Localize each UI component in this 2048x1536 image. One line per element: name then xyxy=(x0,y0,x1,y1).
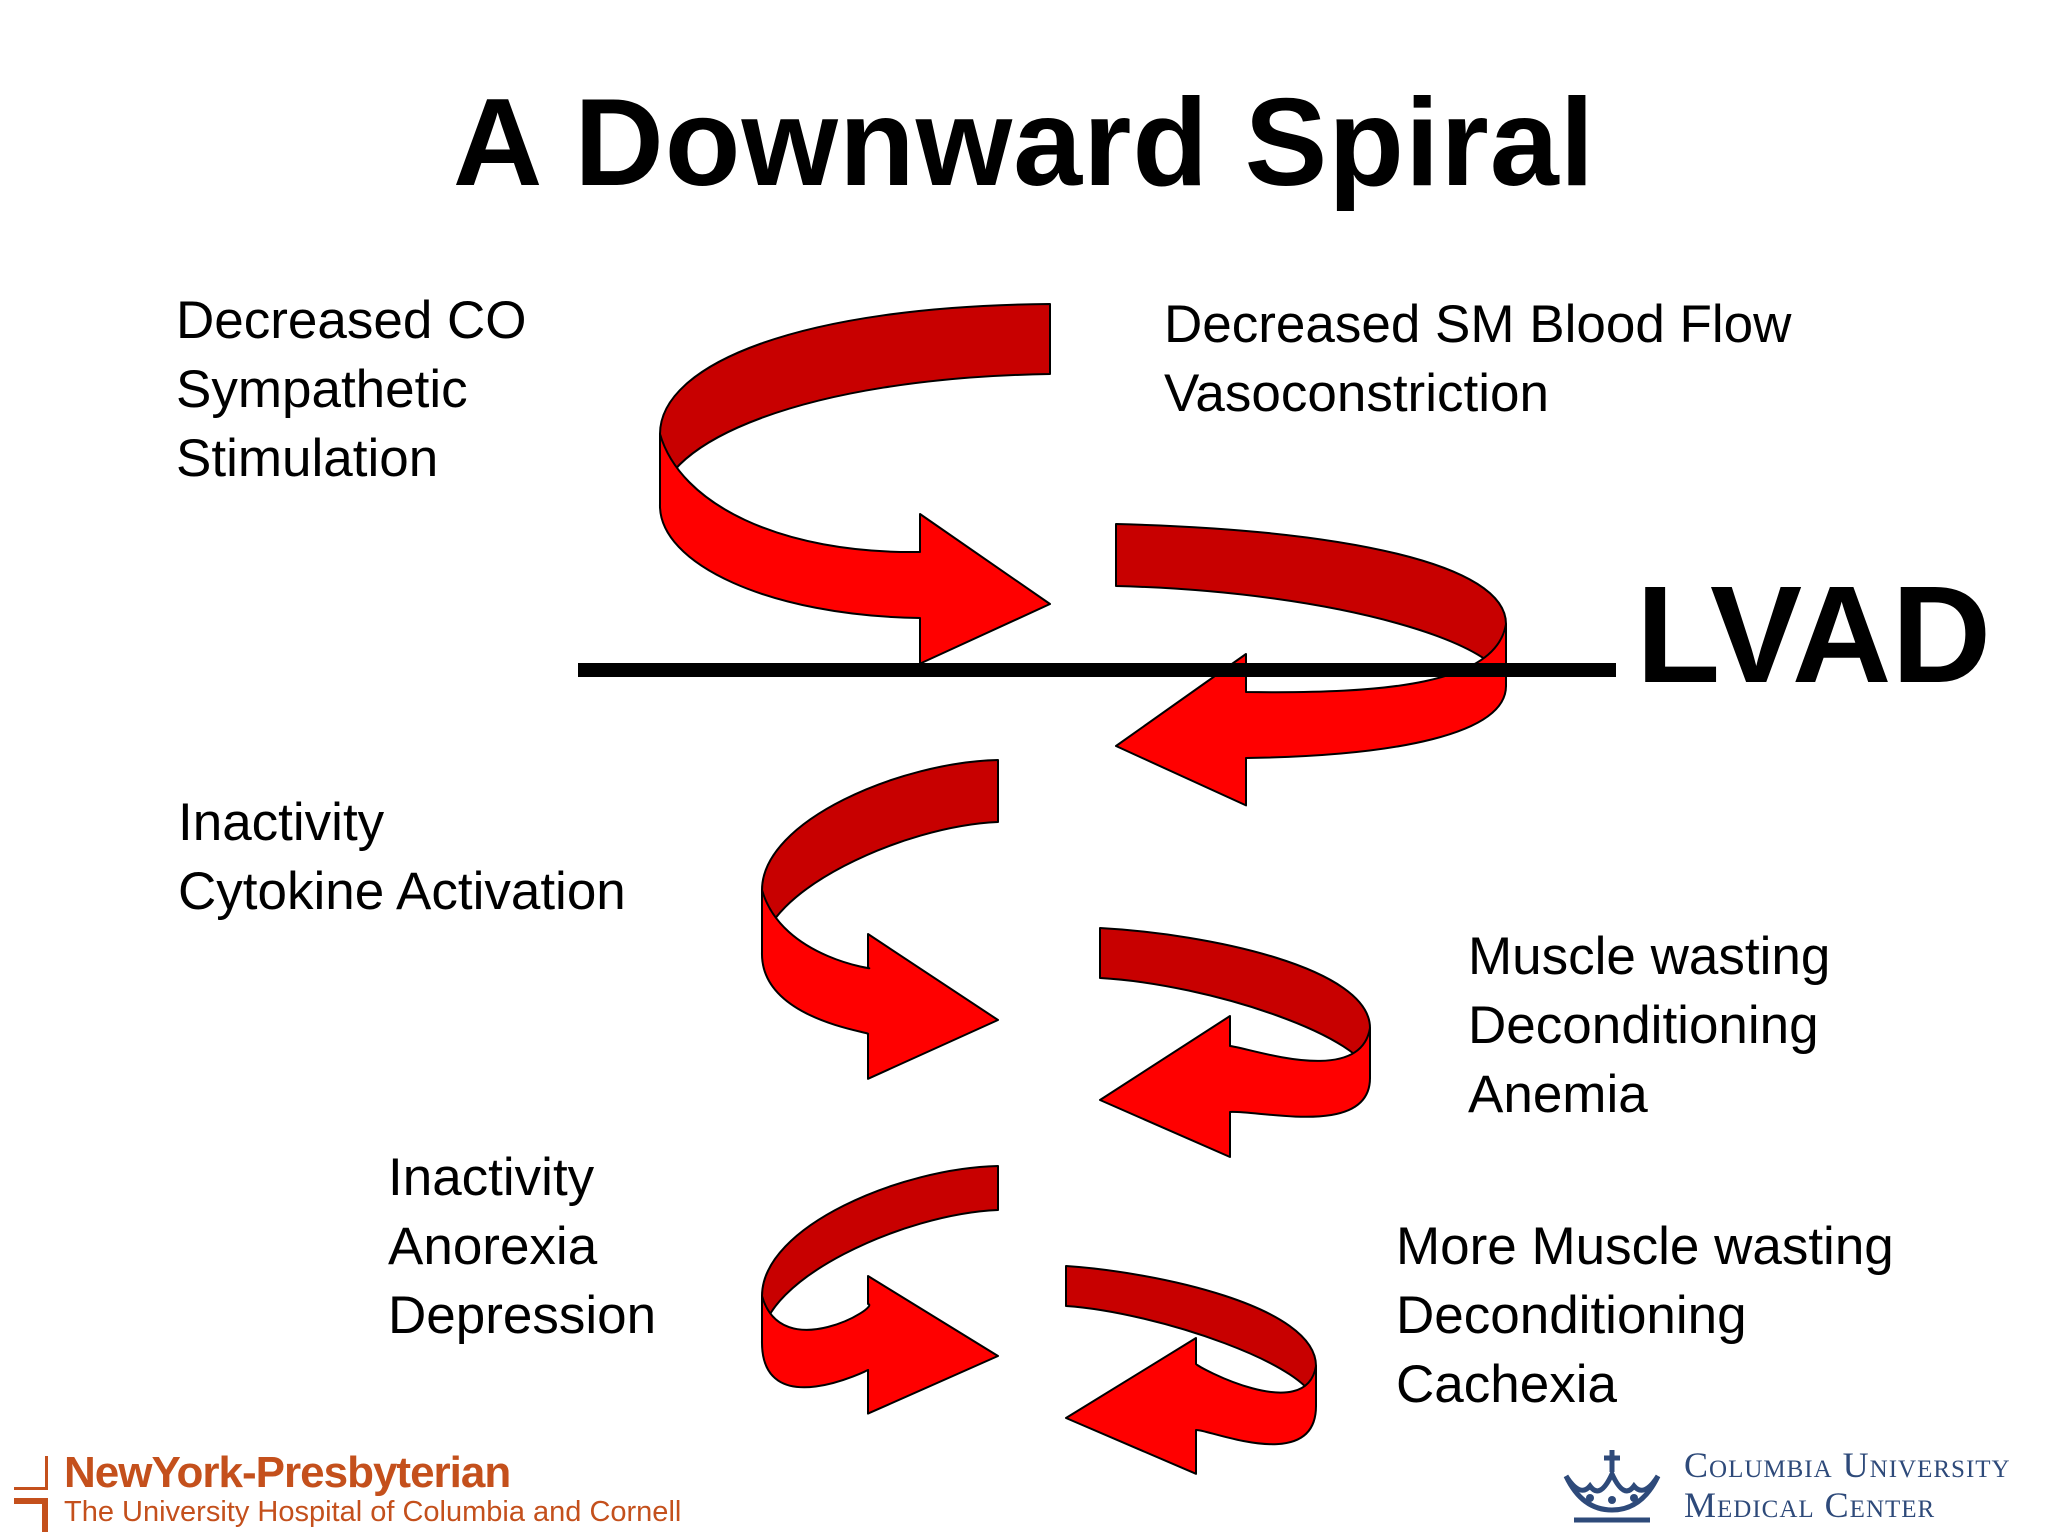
nyp-subtitle: The University Hospital of Columbia and … xyxy=(64,1496,682,1528)
label-line: Muscle wasting xyxy=(1468,927,1831,986)
crown-icon xyxy=(1563,1450,1661,1523)
slide-title: A Downward Spiral xyxy=(452,74,1596,212)
label-mid-left: Inactivity Cytokine Activation xyxy=(178,788,626,926)
label-line: Vasoconstriction xyxy=(1164,364,1549,423)
spiral-arrow-back-band-1 xyxy=(659,303,1051,505)
label-line: Deconditioning xyxy=(1468,996,1819,1055)
label-line: Inactivity xyxy=(178,793,385,852)
label-line: Deconditioning xyxy=(1396,1286,1747,1345)
spiral-arrow-front-band-2 xyxy=(1115,623,1507,807)
label-top-right: Decreased SM Blood Flow Vasoconstriction xyxy=(1164,290,1791,428)
spiral-arrow-front-band-4 xyxy=(1099,1015,1371,1158)
label-low-left: Inactivity Anorexia Depression xyxy=(388,1143,656,1350)
label-line: Cachexia xyxy=(1396,1355,1617,1414)
spiral-arrow-front-band-6 xyxy=(1065,1337,1317,1475)
spiral-arrow-front-band-1 xyxy=(658,433,1051,665)
label-line: Sympathetic xyxy=(176,360,468,419)
label-line: Anorexia xyxy=(388,1217,598,1276)
spiral-arrow-back-band-2 xyxy=(1115,523,1507,687)
cumc-line-2: Medical Center xyxy=(1684,1485,1936,1525)
label-top-left: Decreased CO Sympathetic Stimulation xyxy=(176,286,527,493)
spiral-arrow-front-band-5 xyxy=(760,1275,999,1415)
spiral-arrow-back-band-3 xyxy=(761,759,999,953)
newyork-presbyterian-logo: NewYork-Presbyterian The University Hosp… xyxy=(14,1448,694,1532)
label-line: Stimulation xyxy=(176,429,439,488)
spiral-arrows xyxy=(658,303,1507,1475)
label-line: Decreased CO xyxy=(176,291,527,350)
label-line: More Muscle wasting xyxy=(1396,1217,1894,1276)
spiral-arrow-front-band-3 xyxy=(760,889,999,1080)
nyp-bracket-icon xyxy=(14,1498,48,1532)
columbia-medical-center-logo: Columbia University Medical Center xyxy=(1560,1440,2040,1530)
nyp-name: NewYork-Presbyterian xyxy=(64,1448,511,1497)
label-mid-right: Muscle wasting Deconditioning Anemia xyxy=(1468,922,1830,1129)
label-line: Inactivity xyxy=(388,1148,595,1207)
label-low-right: More Muscle wasting Deconditioning Cache… xyxy=(1396,1212,1894,1419)
nyp-bracket-icon xyxy=(14,1456,48,1490)
lvad-label: LVAD xyxy=(1636,558,1992,712)
label-line: Anemia xyxy=(1468,1065,1648,1124)
label-line: Cytokine Activation xyxy=(178,862,626,921)
cumc-line-1: Columbia University xyxy=(1684,1445,2011,1485)
label-line: Decreased SM Blood Flow xyxy=(1164,295,1792,354)
label-line: Depression xyxy=(388,1286,657,1345)
